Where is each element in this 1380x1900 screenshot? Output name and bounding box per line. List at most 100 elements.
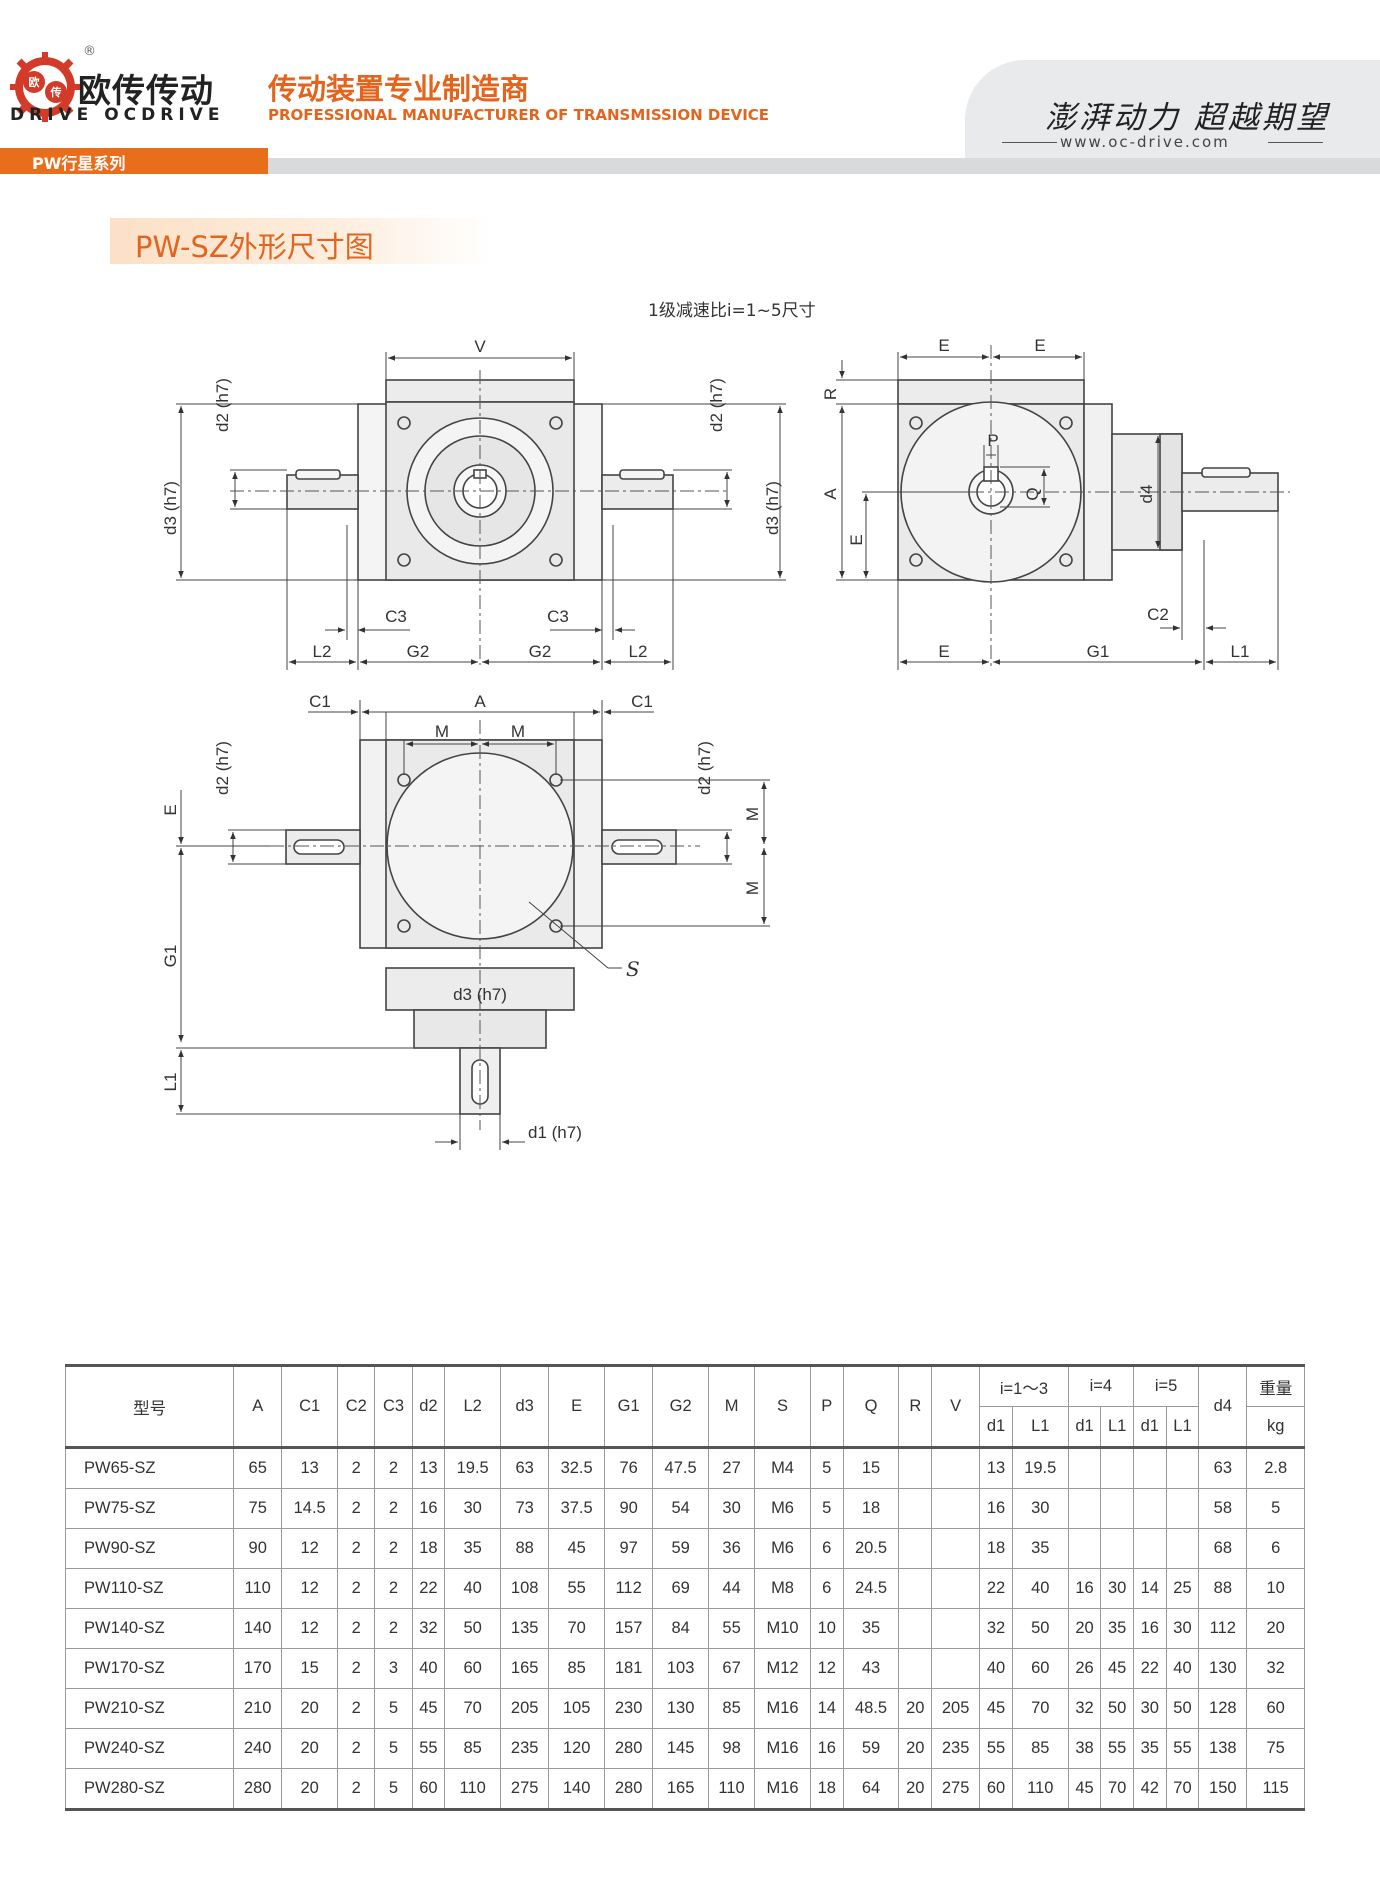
label-a: A [474, 692, 486, 711]
table-cell: 18 [809, 1768, 844, 1810]
drawing-subtitle: 1级减速比i=1~5尺寸 [648, 301, 816, 321]
table-cell: 70 [548, 1608, 606, 1649]
table-cell: M16 [754, 1688, 811, 1729]
table-cell: 280 [604, 1728, 654, 1769]
table-cell: 19.5 [1011, 1447, 1069, 1489]
label-r: R [821, 388, 840, 400]
label-m: M [435, 722, 449, 741]
table-cell: 68 [1198, 1528, 1248, 1569]
table-cell: 22 [979, 1568, 1013, 1609]
table-cell: 205 [931, 1688, 981, 1729]
table-cell: 48.5 [842, 1688, 900, 1729]
table-cell: 50 [1011, 1608, 1069, 1649]
table-cell: 165 [500, 1648, 550, 1689]
col-e: E [548, 1365, 606, 1449]
col-sub-d1: d1 [1067, 1406, 1102, 1449]
label-e: E [1034, 336, 1045, 355]
table-cell: 110 [444, 1768, 502, 1810]
table-cell [931, 1608, 981, 1649]
table-cell: 43 [842, 1648, 900, 1689]
table-cell: 275 [931, 1768, 981, 1810]
table-cell: M10 [754, 1608, 811, 1649]
side-view [897, 379, 1279, 583]
table-cell: 40 [1165, 1648, 1200, 1689]
table-cell: 85 [548, 1648, 606, 1689]
label-s: S [626, 957, 640, 981]
table-cell: 25 [1165, 1568, 1200, 1609]
table-cell: 110 [1011, 1768, 1069, 1810]
table-cell: 140 [548, 1768, 606, 1810]
table-cell: 13 [411, 1447, 446, 1489]
table-cell: 30 [708, 1488, 756, 1529]
label-d3: d3 (h7) [161, 481, 180, 535]
series-tab [0, 148, 268, 174]
table-cell: 30 [1100, 1568, 1134, 1609]
table-cell: 58 [1198, 1488, 1248, 1529]
series-label: PW行星系列 [32, 154, 126, 173]
table-cell: 60 [444, 1648, 502, 1689]
tagline-en: PROFESSIONAL MANUFACTURER OF TRANSMISSIO… [268, 106, 770, 124]
table-cell: 20 [898, 1728, 933, 1769]
label-v: V [474, 337, 486, 356]
table-cell: 205 [500, 1688, 550, 1729]
table-cell [898, 1488, 933, 1529]
table-cell: 130 [652, 1688, 710, 1729]
label-q: Q [1023, 487, 1042, 500]
table-cell [898, 1528, 933, 1569]
table-cell: 2 [337, 1447, 376, 1489]
table-cell [1100, 1488, 1134, 1529]
label-e: E [938, 642, 949, 661]
col-m: M [708, 1365, 756, 1449]
label-l2: L2 [313, 642, 332, 661]
table-cell: 181 [604, 1648, 654, 1689]
website-url: www.oc-drive.com [1060, 133, 1230, 151]
table-cell [1100, 1528, 1134, 1569]
brand-name-en: DRIVE OCDRIVE [10, 105, 225, 125]
col-g2: G2 [652, 1365, 710, 1449]
col-p: P [809, 1365, 844, 1449]
table-cell: 45 [548, 1528, 606, 1569]
table-cell [1165, 1447, 1200, 1489]
table-cell: 60 [979, 1768, 1013, 1810]
col-sub-l1: L1 [1100, 1406, 1134, 1449]
table-cell: 2 [374, 1568, 413, 1609]
table-cell: 20 [281, 1768, 339, 1810]
table-cell: 60 [1246, 1688, 1305, 1729]
col-model: 型号 [64, 1365, 235, 1449]
table-cell: 130 [1198, 1648, 1248, 1689]
label-d3b: d3 (h7) [453, 985, 507, 1004]
label-p: P [987, 431, 998, 450]
model-cell: PW75-SZ [64, 1488, 235, 1529]
label-d2: d2 (h7) [213, 741, 232, 795]
table-cell: 5 [374, 1768, 413, 1810]
col-d4: d4 [1198, 1365, 1248, 1449]
table-cell: M8 [754, 1568, 811, 1609]
table-cell: 32 [1246, 1648, 1305, 1689]
website-rule-left [1002, 142, 1057, 143]
table-cell: 240 [233, 1728, 283, 1769]
table-cell: 20 [898, 1768, 933, 1810]
table-cell: 59 [842, 1728, 900, 1769]
table-cell: 14.5 [281, 1488, 339, 1529]
table-cell: 2 [337, 1688, 376, 1729]
table-cell: 85 [1011, 1728, 1069, 1769]
table-cell: 45 [979, 1688, 1013, 1729]
col-q: Q [842, 1365, 900, 1449]
table-cell: 35 [1011, 1528, 1069, 1569]
table-cell: 6 [1246, 1528, 1305, 1569]
table-cell: 16 [411, 1488, 446, 1529]
model-cell: PW140-SZ [64, 1608, 235, 1649]
table-cell: 37.5 [548, 1488, 606, 1529]
table-cell: 70 [1165, 1768, 1200, 1810]
table-cell: 10 [1246, 1568, 1305, 1609]
table-cell: 157 [604, 1608, 654, 1649]
table-cell: M12 [754, 1648, 811, 1689]
table-cell: 5 [374, 1728, 413, 1769]
label-c3: C3 [547, 607, 569, 626]
label-c3: C3 [385, 607, 407, 626]
table-cell: 13 [281, 1447, 339, 1489]
